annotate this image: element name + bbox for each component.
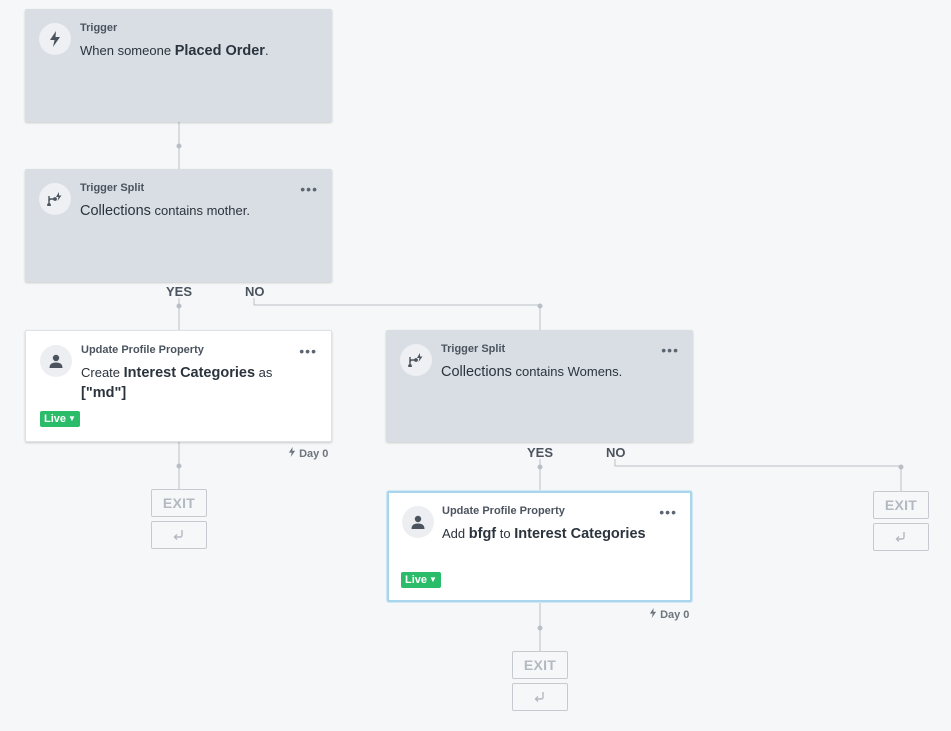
live-status-badge[interactable]: Live▼ [40, 411, 80, 427]
more-menu-icon[interactable]: ••• [659, 504, 677, 520]
update-description: Add bfgf to Interest Categories [442, 526, 646, 542]
person-icon [402, 506, 434, 538]
exit-branch-button[interactable] [151, 521, 207, 549]
exit-branch-button[interactable] [873, 523, 929, 551]
update-description: Create Interest Categories as ["md"] [81, 365, 273, 401]
split-type: Trigger Split [80, 182, 145, 194]
branch-yes-label: YES [527, 445, 554, 460]
branch-return-icon [173, 530, 183, 540]
lightning-icon [649, 608, 657, 618]
delay-label: Day 0 [288, 447, 328, 460]
trigger-split-card-2[interactable]: Trigger Split ••• Collections contains W… [386, 330, 693, 442]
split-icon [400, 344, 432, 376]
more-menu-icon[interactable]: ••• [299, 343, 317, 359]
branch-no-label: NO [245, 284, 265, 299]
person-icon [40, 345, 72, 377]
more-menu-icon[interactable]: ••• [661, 342, 679, 358]
lightning-icon [288, 447, 296, 457]
exit-branch-button[interactable] [512, 683, 568, 711]
branch-no-label: NO [606, 445, 626, 460]
exit-node[interactable]: EXIT [512, 651, 568, 679]
branch-return-icon [895, 532, 905, 542]
split-type: Trigger Split [441, 343, 506, 355]
split-icon [39, 183, 71, 215]
update-profile-card-1[interactable]: Update Profile Property ••• Create Inter… [25, 330, 332, 442]
update-profile-card-2[interactable]: Update Profile Property ••• Add bfgf to … [387, 491, 692, 602]
more-menu-icon[interactable]: ••• [300, 181, 318, 197]
lightning-icon [39, 23, 71, 55]
live-status-badge[interactable]: Live▼ [401, 572, 441, 588]
branch-return-icon [534, 692, 544, 702]
update-type: Update Profile Property [442, 505, 565, 517]
branch-yes-label: YES [166, 284, 193, 299]
trigger-type: Trigger [80, 22, 118, 34]
split-condition: Collections contains mother. [80, 203, 250, 219]
trigger-split-card-1[interactable]: Trigger Split ••• Collections contains m… [25, 169, 332, 282]
split-condition: Collections contains Womens. [441, 364, 623, 380]
trigger-description: When someone Placed Order. [80, 43, 269, 59]
update-type: Update Profile Property [81, 344, 204, 356]
exit-node[interactable]: EXIT [873, 491, 929, 519]
exit-node[interactable]: EXIT [151, 489, 207, 517]
trigger-card[interactable]: Trigger When someone Placed Order. [25, 9, 332, 122]
delay-label: Day 0 [649, 608, 689, 621]
